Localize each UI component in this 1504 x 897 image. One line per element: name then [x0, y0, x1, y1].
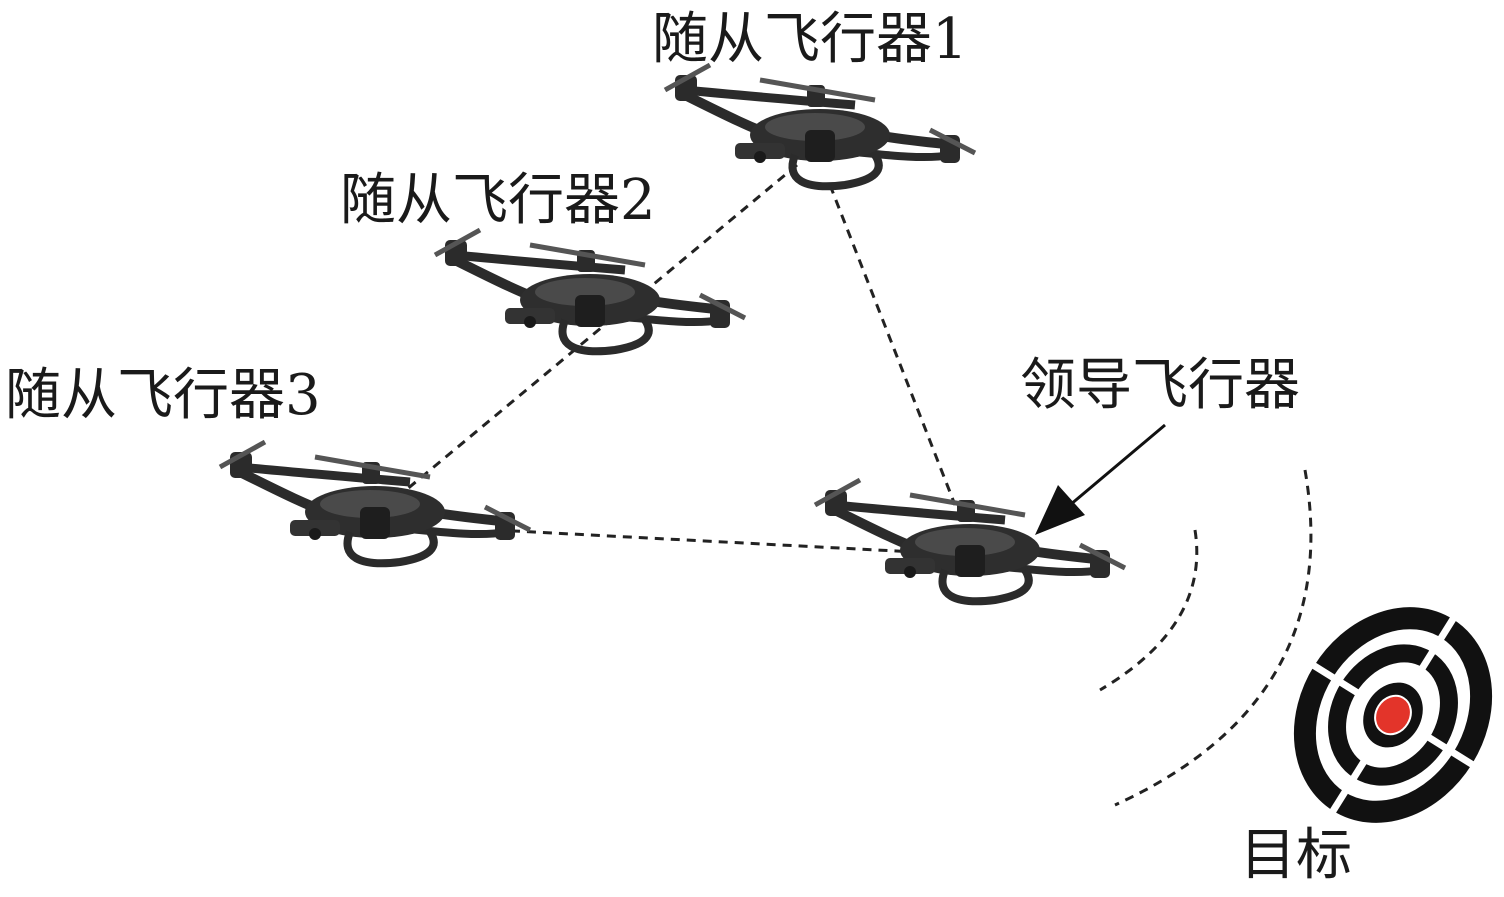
drone-follower1: [665, 65, 975, 186]
leader-arrow-icon: [1035, 423, 1166, 535]
formation-links: [381, 163, 957, 554]
label-target: 目标: [1240, 823, 1352, 888]
link-follower3-leader: [494, 528, 916, 554]
label-follower3: 随从飞行器3: [5, 363, 321, 428]
link-follower1-follower3: [381, 163, 798, 512]
signal-arcs-icon: [1099, 469, 1313, 807]
label-follower1: 随从飞行器1: [652, 7, 968, 72]
label-leader: 领导飞行器: [1020, 353, 1300, 418]
link-follower1-leader: [828, 184, 957, 506]
target-icon: [1293, 607, 1493, 823]
drone-follower3: [220, 442, 530, 563]
label-follower2: 随从飞行器2: [340, 168, 656, 233]
